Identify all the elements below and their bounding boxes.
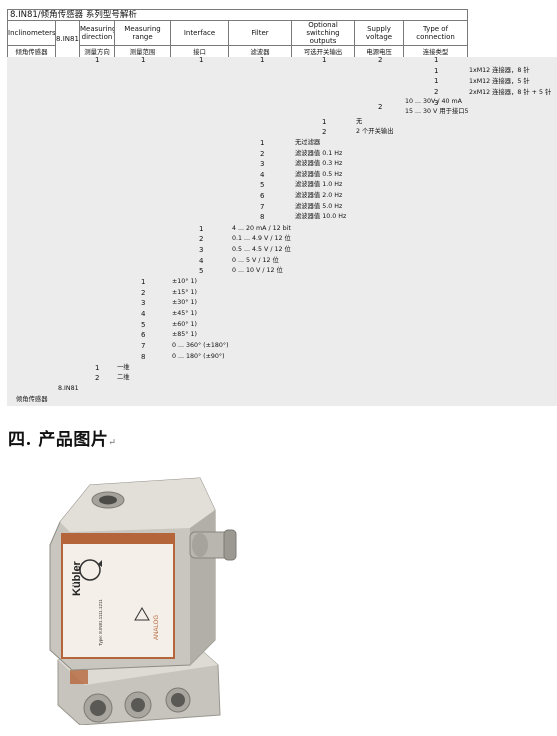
series-code: 8.IN81 (58, 385, 79, 392)
filter-code: 4 (260, 171, 265, 179)
filter-text: 滤波器值 0.3 Hz (295, 160, 343, 167)
interface-text: 0 ... 10 V / 12 位 (232, 267, 283, 274)
range-text: ±85° 1) (172, 331, 197, 338)
filter-code: 7 (260, 203, 265, 211)
connection-header-code: 1 (434, 67, 439, 75)
col-connection: Type of connection (402, 20, 469, 46)
range-text: 0 ... 180° (±90°) (172, 353, 225, 360)
return-mark-icon: ↵ (108, 438, 117, 448)
filter-text: 无过滤器 (295, 139, 321, 146)
filter-code: 2 (260, 150, 265, 158)
series-label: 倾角传感器 (16, 396, 48, 403)
table-title: 8.IN81/倾角传感器 系列型号解析 (6, 9, 469, 21)
example-interface: 1 (199, 56, 204, 64)
example-switching: 1 (322, 56, 327, 64)
interface-code: 3 (199, 246, 204, 254)
range-text: ±60° 1) (172, 321, 197, 328)
range-text: 0 ... 360° (±180°) (172, 342, 229, 349)
brand-logo: Kübler (71, 560, 83, 596)
range-code: 7 (141, 342, 146, 350)
decoding-header-table: 8.IN81/倾角传感器 系列型号解析 Inclinometers 8.IN81… (6, 9, 469, 58)
col-voltage: Supply voltage (354, 20, 404, 46)
filter-text: 滤波器值 0.1 Hz (295, 150, 343, 157)
connection-text: 1xM12 连接器，5 针 (469, 78, 530, 85)
interface-code: 1 (199, 225, 204, 233)
col-direction: Measuring direction (79, 20, 115, 46)
filter-text: 滤波器值 2.0 Hz (295, 192, 343, 199)
direction-text: 二维 (117, 374, 130, 381)
product-photo: Kübler Type: 8.IN81.1111.1211 ANALOG (49, 477, 237, 725)
col-filter: Filter (228, 20, 292, 46)
range-text: ±45° 1) (172, 310, 197, 317)
filter-text: 滤波器值 1.0 Hz (295, 181, 343, 188)
example-range: 1 (141, 56, 146, 64)
range-text: ±30° 1) (172, 299, 197, 306)
range-text: ±15° 1) (172, 289, 197, 296)
type-label: Type: 8.IN81.1111.1211 (98, 599, 103, 646)
range-code: 5 (141, 321, 146, 329)
connection-code: 1 (434, 77, 439, 85)
filter-code: 1 (260, 139, 265, 147)
col-range: Measuring range (114, 20, 171, 46)
interface-code: 2 (199, 235, 204, 243)
section-heading: 四. 产品图片↵ (8, 425, 116, 450)
analog-label: ANALOG (154, 615, 160, 640)
direction-code: 1 (95, 364, 100, 372)
col-switching: Optional switching outputs (291, 20, 355, 46)
range-text: ±10° 1) (172, 278, 197, 285)
example-filter: 1 (260, 56, 265, 64)
filter-code: 3 (260, 160, 265, 168)
example-voltage: 2 (378, 56, 383, 64)
switching-code: 1 (322, 118, 327, 126)
direction-code: 2 (95, 374, 100, 382)
direction-text: 一维 (117, 364, 130, 371)
interface-text: 0.1 ... 4.9 V / 12 位 (232, 235, 291, 242)
decoding-area (7, 57, 557, 406)
voltage-line: 15 ... 30 V 用于接口5 (405, 108, 469, 115)
voltage-code: 2 (378, 103, 383, 111)
col-interface: Interface (170, 20, 229, 46)
connection-code: 3 (434, 99, 439, 107)
example-direction: 1 (95, 56, 100, 64)
switching-text: 2 个开关输出 (356, 128, 394, 135)
interface-text: 4 ... 20 mA / 12 bit (232, 225, 291, 232)
switching-code: 2 (322, 128, 327, 136)
range-code: 6 (141, 331, 146, 339)
filter-text: 滤波器值 10.0 Hz (295, 213, 347, 220)
col-inclinometers: Inclinometers (7, 20, 56, 46)
filter-text: 滤波器值 0.5 Hz (295, 171, 343, 178)
interface-text: 0 ... 5 V / 12 位 (232, 257, 279, 264)
section-heading-text: 四. 产品图片 (8, 430, 109, 450)
interface-text: 0.5 ... 4.5 V / 12 位 (232, 246, 291, 253)
filter-code: 8 (260, 213, 265, 221)
filter-text: 滤波器值 5.0 Hz (295, 203, 343, 210)
filter-code: 5 (260, 181, 265, 189)
filter-code: 6 (260, 192, 265, 200)
range-code: 8 (141, 353, 146, 361)
connection-text: 1xM12 连接器，8 针 (469, 67, 530, 74)
front-sensor-housing: Kübler Type: 8.IN81.1111.1211 ANALOG (49, 477, 237, 671)
interface-code: 4 (199, 257, 204, 265)
interface-code: 5 (199, 267, 204, 275)
range-code: 1 (141, 278, 146, 286)
example-connection: 1 (434, 56, 439, 64)
connection-text: 2xM12 连接器，8 针 + 5 针 (469, 89, 552, 96)
col-inclinometers-cn: 倾角传感器 (7, 45, 56, 58)
voltage-line: 10 ... 30V / 40 mA (405, 98, 462, 105)
range-code: 3 (141, 299, 146, 307)
switching-text: 无 (356, 118, 363, 125)
range-code: 4 (141, 310, 146, 318)
connection-code: 2 (434, 88, 439, 96)
range-code: 2 (141, 289, 146, 297)
col-series: 8.IN81 (55, 20, 80, 58)
